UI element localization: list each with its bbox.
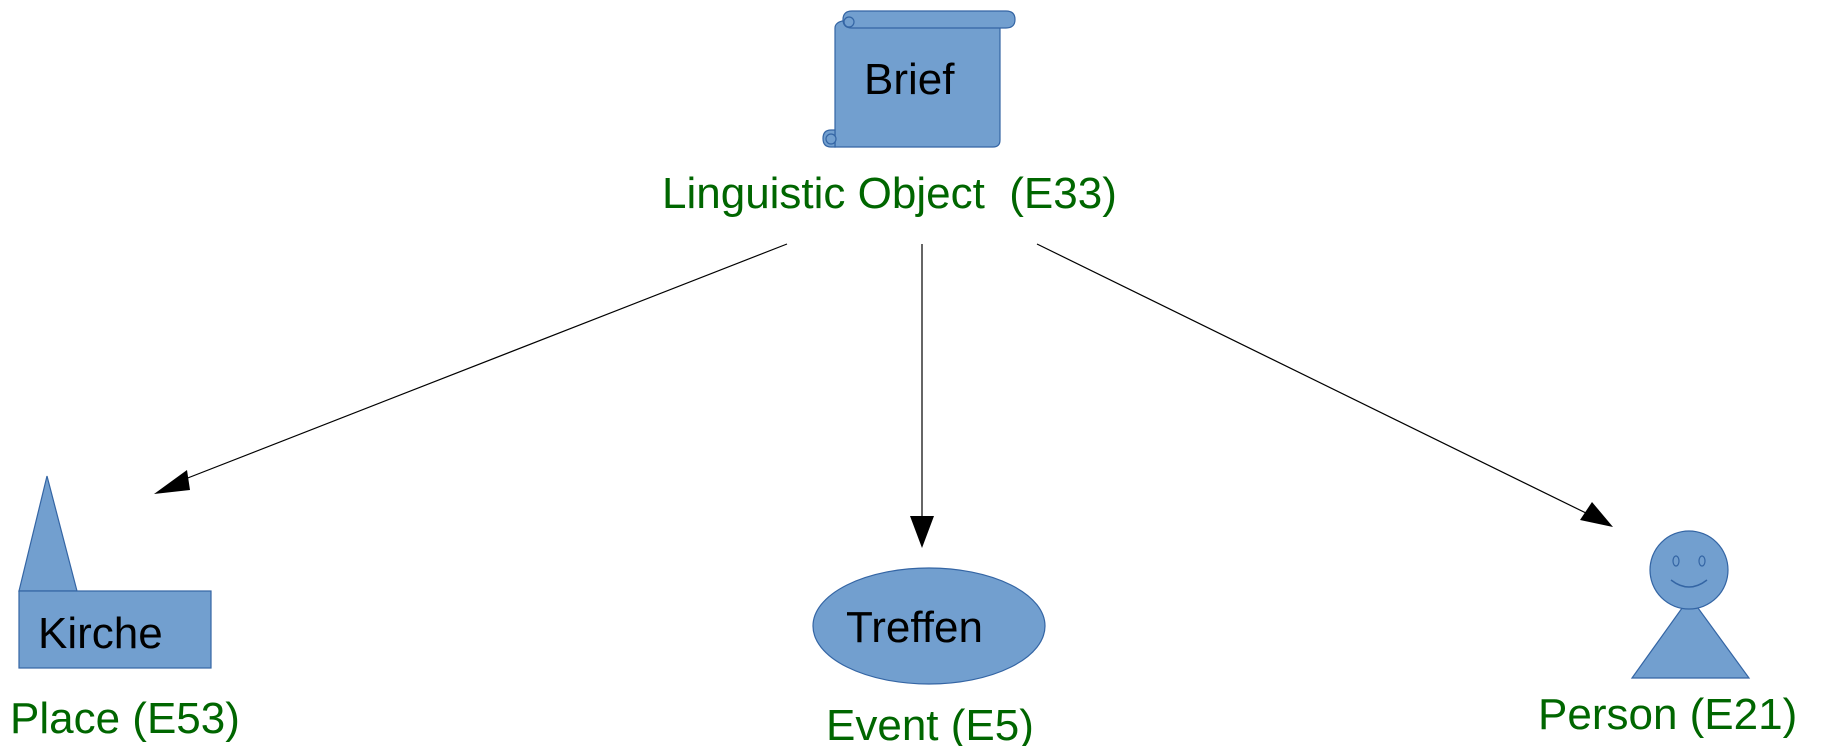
- scroll-shape-text: Brief: [864, 55, 955, 104]
- event-label: Event (E5): [826, 701, 1034, 746]
- arrow-head-icon: [910, 516, 934, 548]
- event-shape-text: Treffen: [846, 603, 983, 652]
- person-label: Person (E21): [1538, 690, 1797, 739]
- linguistic-object-label: Linguistic Object (E33): [662, 169, 1117, 218]
- arrow-head-icon: [1580, 502, 1613, 527]
- edge-letter-to-person[interactable]: [1036, 243, 1613, 527]
- edge-letter-to-place[interactable]: [154, 243, 788, 494]
- arrow-line: [179, 243, 788, 482]
- scroll-body: [834, 19, 1001, 148]
- person-icon[interactable]: [1630, 530, 1751, 679]
- scroll-top-curl: [843, 16, 855, 28]
- person-head: [1649, 530, 1729, 610]
- place-label: Place (E53): [10, 694, 240, 743]
- arrow-line: [1036, 243, 1591, 516]
- ellipse-icon[interactable]: Treffen: [812, 567, 1046, 685]
- edge-letter-to-event[interactable]: [910, 244, 934, 548]
- person-right-eye: [1698, 555, 1706, 567]
- church-shape-text: Kirche: [38, 609, 163, 658]
- event-ellipse: [812, 567, 1046, 685]
- person-smile: [1670, 579, 1708, 588]
- person-left-eye: [1672, 555, 1680, 567]
- scroll-top-roll: [842, 10, 1016, 29]
- church-body: [18, 590, 212, 669]
- church-icon[interactable]: Kirche: [18, 475, 212, 669]
- church-spire: [18, 475, 78, 592]
- arrow-head-icon: [154, 470, 190, 494]
- scroll-bottom-curl: [825, 133, 837, 145]
- person-body: [1630, 595, 1751, 679]
- scroll-icon[interactable]: Brief: [822, 10, 1016, 148]
